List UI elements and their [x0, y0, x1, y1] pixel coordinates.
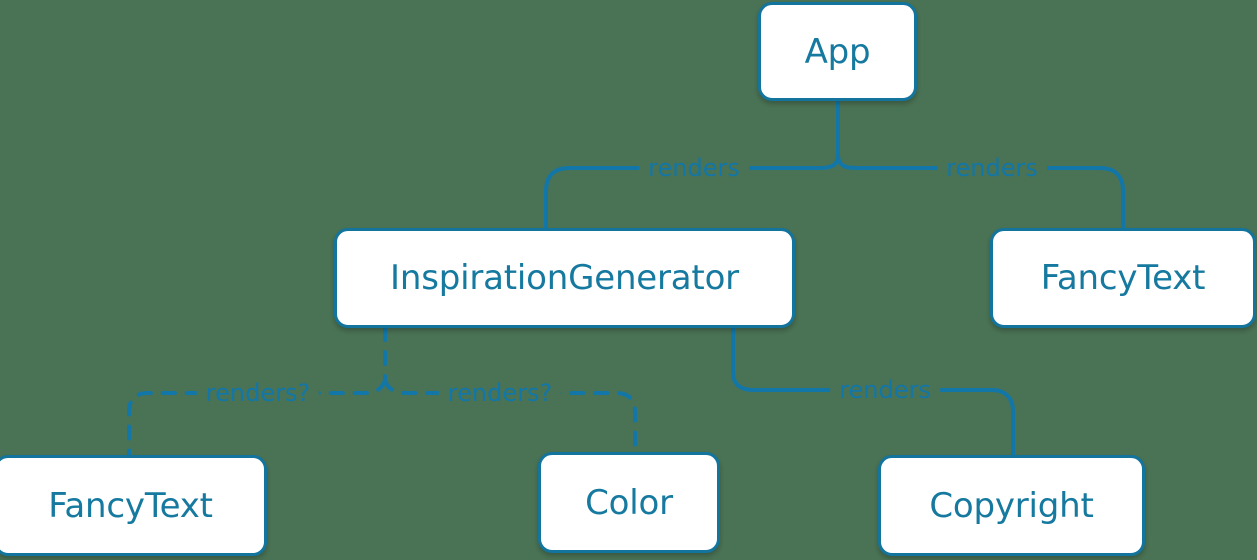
edge-label-inspiration-generator-to-color: renders? [438, 381, 562, 405]
node-fancytext-bottom[interactable]: FancyText [0, 455, 267, 556]
edge-label-app-to-fancytext-top: renders [937, 156, 1047, 180]
edge-app-to-inspiration-generator [544, 153, 840, 230]
edge-app-to-fancytext-top [836, 153, 1125, 230]
node-label-inspiration-generator: InspirationGenerator [390, 258, 739, 298]
edge-label-inspiration-generator-to-copyright: renders [830, 378, 940, 402]
node-fancytext-top[interactable]: FancyText [990, 228, 1256, 328]
node-label-fancytext-top: FancyText [1040, 258, 1206, 298]
edge-label-inspiration-generator-to-fancytext-bottom: renders? [196, 381, 320, 405]
edge-label-app-to-inspiration-generator: renders [639, 156, 749, 180]
node-copyright[interactable]: Copyright [878, 455, 1145, 556]
node-inspiration-generator[interactable]: InspirationGenerator [334, 228, 795, 328]
node-label-fancytext-bottom: FancyText [48, 485, 213, 526]
node-color[interactable]: Color [538, 452, 720, 553]
node-label-app: App [804, 31, 871, 72]
node-app[interactable]: App [758, 2, 917, 101]
edge-inspiration-generator-to-fancytext-bottom [127, 378, 387, 457]
node-label-color: Color [585, 482, 673, 523]
node-label-copyright: Copyright [929, 485, 1094, 526]
edge-inspiration-generator-to-color [383, 378, 637, 454]
